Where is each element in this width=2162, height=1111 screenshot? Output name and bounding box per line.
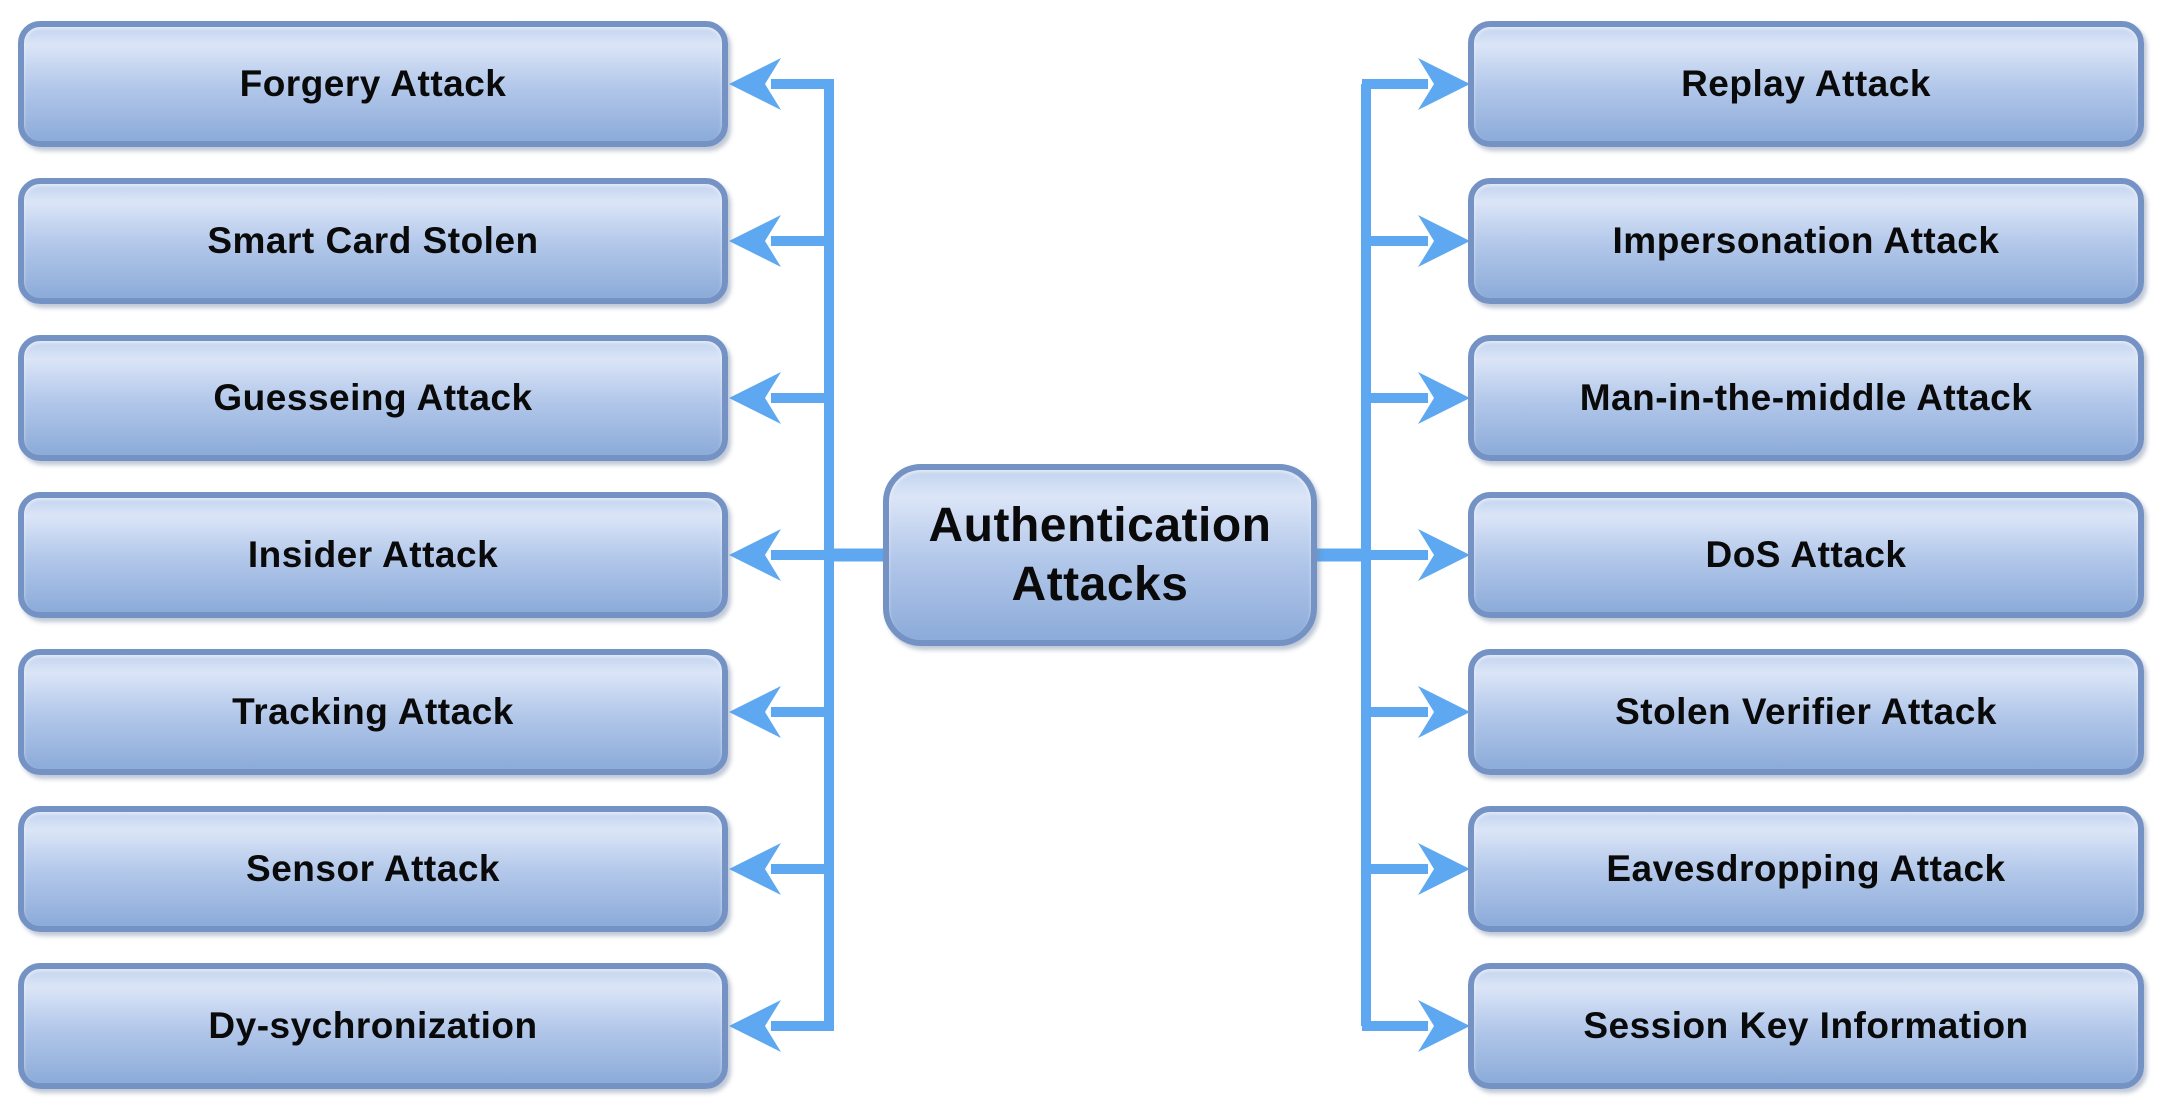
arrow-left-icon — [729, 58, 781, 110]
arrow-left-icon — [729, 529, 781, 581]
right-connector-group — [1314, 58, 1470, 1052]
node-authentication-attacks: Authentication Attacks — [883, 464, 1317, 646]
node-man-in-the-middle-attack: Man-in-the-middle Attack — [1468, 335, 2144, 461]
node-label: Tracking Attack — [232, 691, 514, 732]
node-eavesdropping-attack: Eavesdropping Attack — [1468, 806, 2144, 932]
arrow-left-icon — [729, 1000, 781, 1052]
left-attack-column: Forgery Attack Smart Card Stolen Guessei… — [18, 21, 728, 1089]
node-label: Stolen Verifier Attack — [1615, 691, 1997, 732]
node-label: Guesseing Attack — [213, 377, 533, 418]
arrow-left-icon — [729, 843, 781, 895]
right-attack-column: Replay Attack Impersonation Attack Man-i… — [1468, 21, 2144, 1089]
node-tracking-attack: Tracking Attack — [18, 649, 728, 775]
node-label: Insider Attack — [247, 534, 499, 575]
node-label: Man-in-the-middle Attack — [1579, 377, 2033, 418]
left-connector-group — [729, 58, 886, 1052]
node-stolen-verifier-attack: Stolen Verifier Attack — [1468, 649, 2144, 775]
node-label: Smart Card Stolen — [207, 220, 539, 261]
node-replay-attack: Replay Attack — [1468, 21, 2144, 147]
node-sensor-attack: Sensor Attack — [18, 806, 728, 932]
arrow-left-icon — [729, 686, 781, 738]
node-label: Forgery Attack — [239, 63, 507, 104]
arrow-right-icon — [1418, 686, 1470, 738]
arrow-right-icon — [1418, 372, 1470, 424]
node-forgery-attack: Forgery Attack — [18, 21, 728, 147]
node-label: Impersonation Attack — [1612, 220, 2000, 261]
arrow-left-icon — [729, 372, 781, 424]
arrow-right-icon — [1418, 215, 1470, 267]
arrow-right-icon — [1418, 529, 1470, 581]
node-session-key-information: Session Key Information — [1468, 963, 2144, 1089]
arrow-right-icon — [1418, 843, 1470, 895]
node-label: Sensor Attack — [246, 848, 500, 889]
node-dos-attack: DoS Attack — [1468, 492, 2144, 618]
node-label: Session Key Information — [1583, 1005, 2029, 1046]
node-insider-attack: Insider Attack — [18, 492, 728, 618]
node-label: Dy-sychronization — [208, 1005, 538, 1046]
node-label: DoS Attack — [1705, 534, 1907, 575]
arrow-right-icon — [1418, 1000, 1470, 1052]
node-label: Replay Attack — [1681, 63, 1931, 104]
node-label: Authentication Attacks — [928, 498, 1272, 611]
node-dy-sychronization: Dy-sychronization — [18, 963, 728, 1089]
node-label: Eavesdropping Attack — [1606, 848, 2006, 889]
arrow-left-icon — [729, 215, 781, 267]
arrow-right-icon — [1418, 58, 1470, 110]
node-smart-card-stolen: Smart Card Stolen — [18, 178, 728, 304]
node-guesseing-attack: Guesseing Attack — [18, 335, 728, 461]
node-impersonation-attack: Impersonation Attack — [1468, 178, 2144, 304]
